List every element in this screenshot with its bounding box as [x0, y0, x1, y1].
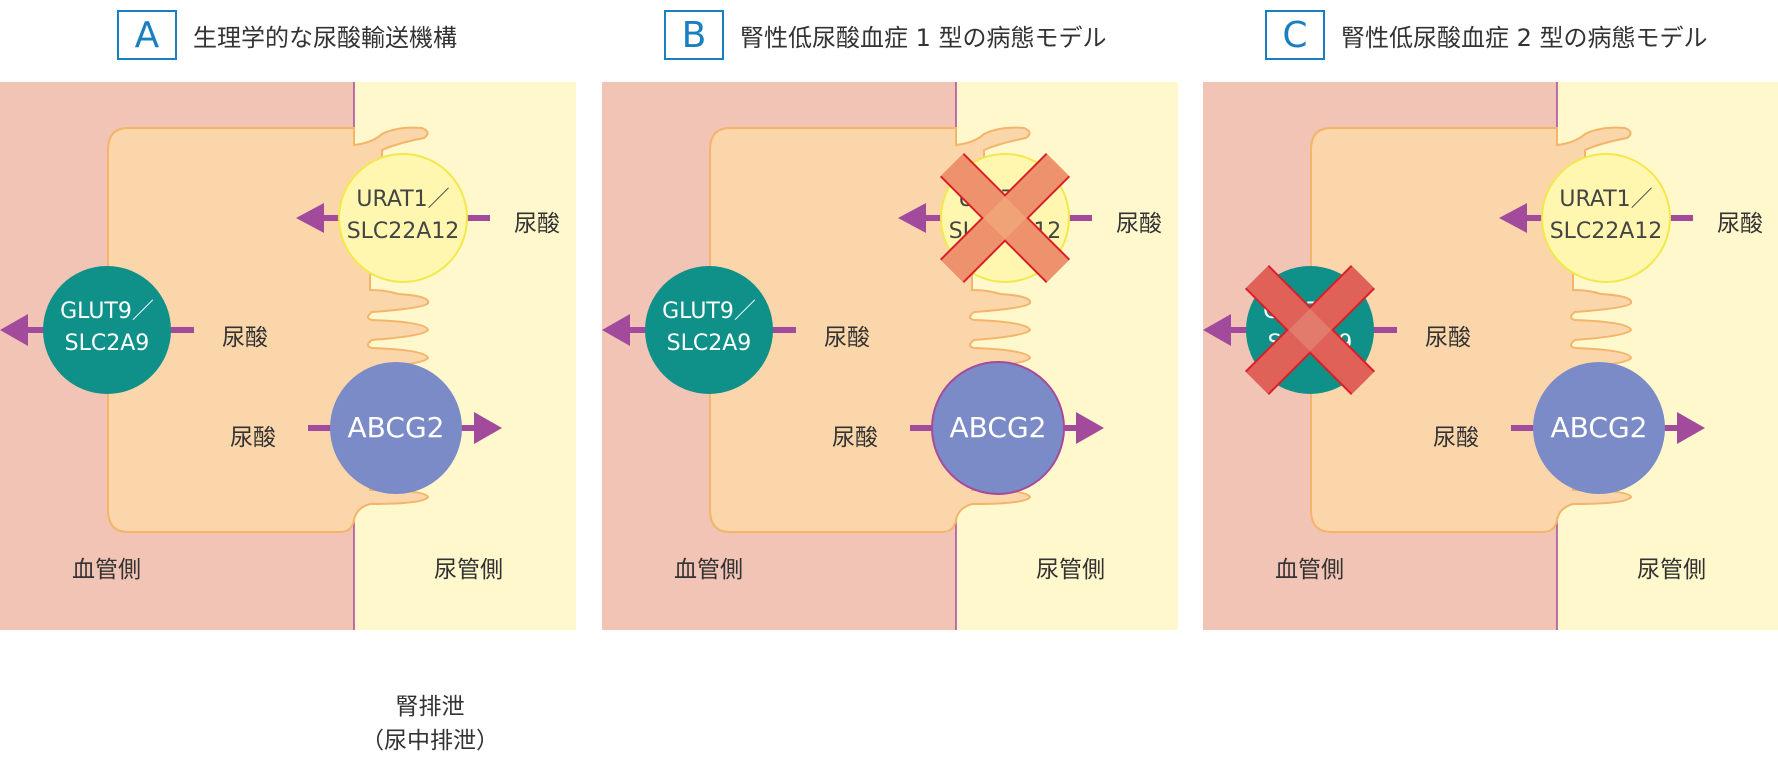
- blood-side-label: 血管側: [72, 557, 141, 583]
- urat1-arrowhead: [296, 203, 324, 233]
- uric-acid-glut9-label: 尿酸: [1425, 325, 1471, 351]
- uric-acid-urat1-label: 尿酸: [1116, 211, 1162, 237]
- urinary-excretion-label: （尿中排泄）: [361, 728, 499, 754]
- panel-c-title: 腎性低尿酸血症 2 型の病態モデル: [1341, 23, 1708, 52]
- urine-side-label: 尿管側: [1637, 557, 1706, 583]
- glut9-circle: [645, 266, 773, 394]
- panel-b: B 腎性低尿酸血症 1 型の病態モデル URAT1／ SLC22A12 GLUT…: [602, 0, 1180, 760]
- panel-b-letter: B: [664, 10, 724, 60]
- abcg2-arrowhead: [474, 412, 502, 444]
- urat1-name: URAT1／: [1559, 187, 1653, 212]
- glut9-arrowhead: [0, 314, 28, 346]
- urat1-name: URAT1／: [356, 187, 450, 212]
- glut9-gene: SLC2A9: [666, 331, 752, 356]
- urat1-gene: SLC22A12: [346, 219, 460, 244]
- uric-acid-urat1-label: 尿酸: [1717, 211, 1763, 237]
- urat1-circle: [1541, 153, 1671, 283]
- abcg2-label: ABCG2: [347, 411, 445, 444]
- panel-b-title: 腎性低尿酸血症 1 型の病態モデル: [740, 23, 1107, 52]
- abcg2-label: ABCG2: [1550, 411, 1648, 444]
- glut9-name: GLUT9／: [60, 299, 154, 324]
- panel-a: A 生理学的な尿酸輸送機構 URAT1／ SLC22A12 GLUT9／ SLC…: [0, 0, 578, 760]
- panel-c-diagram: [1203, 82, 1778, 630]
- blood-side-label: 血管側: [1275, 557, 1344, 583]
- urat1-cross-mark: [939, 152, 1071, 284]
- renal-excretion-note: 腎排泄 （尿中排泄）: [350, 690, 510, 758]
- blood-side-label: 血管側: [674, 557, 743, 583]
- uric-acid-glut9-label: 尿酸: [824, 325, 870, 351]
- panel-a-title: 生理学的な尿酸輸送機構: [193, 23, 457, 52]
- glut9-arrowhead: [602, 314, 630, 346]
- panel-b-header: B 腎性低尿酸血症 1 型の病態モデル: [664, 10, 1107, 60]
- cross-fill-2: [941, 154, 1069, 282]
- urat1-label: URAT1／ SLC22A12: [1541, 184, 1671, 248]
- glut9-cross-mark: [1244, 264, 1376, 396]
- cross-fill-2: [1246, 266, 1374, 394]
- abcg2-arrowhead: [1076, 412, 1104, 444]
- abcg2-circle: [931, 361, 1065, 495]
- panel-a-letter: A: [117, 10, 177, 60]
- uric-acid-abcg2-label: 尿酸: [1433, 425, 1479, 451]
- urat1-circle: [338, 153, 468, 283]
- abcg2-circle: [330, 362, 462, 494]
- glut9-gene: SLC2A9: [64, 331, 150, 356]
- panel-a-diagram: [0, 82, 576, 630]
- uric-acid-abcg2-label: 尿酸: [230, 425, 276, 451]
- glut9-circle: [43, 266, 171, 394]
- panel-c: C 腎性低尿酸血症 2 型の病態モデル URAT1／ SLC22A12 GLUT…: [1203, 0, 1778, 760]
- panel-c-header: C 腎性低尿酸血症 2 型の病態モデル: [1265, 10, 1708, 60]
- abcg2-label: ABCG2: [949, 411, 1047, 444]
- urat1-arrowhead: [1499, 203, 1527, 233]
- uric-acid-glut9-label: 尿酸: [222, 325, 268, 351]
- abcg2-arrowhead: [1677, 412, 1705, 444]
- uric-acid-abcg2-label: 尿酸: [832, 425, 878, 451]
- abcg2-circle: [1533, 362, 1665, 494]
- urine-side-label: 尿管側: [1036, 557, 1105, 583]
- urat1-gene: SLC22A12: [1549, 219, 1663, 244]
- urine-side-label: 尿管側: [434, 557, 503, 583]
- glut9-arrowhead: [1203, 314, 1231, 346]
- renal-excretion-label: 腎排泄: [395, 694, 465, 720]
- uric-acid-urat1-label: 尿酸: [514, 211, 560, 237]
- glut9-label: GLUT9／ SLC2A9: [42, 296, 172, 360]
- glut9-name: GLUT9／: [662, 299, 756, 324]
- panel-c-letter: C: [1265, 10, 1325, 60]
- urat1-arrowhead: [898, 203, 926, 233]
- panel-a-header: A 生理学的な尿酸輸送機構: [117, 10, 457, 60]
- glut9-label: GLUT9／ SLC2A9: [644, 296, 774, 360]
- panel-b-diagram: [602, 82, 1178, 630]
- urat1-label: URAT1／ SLC22A12: [338, 184, 468, 248]
